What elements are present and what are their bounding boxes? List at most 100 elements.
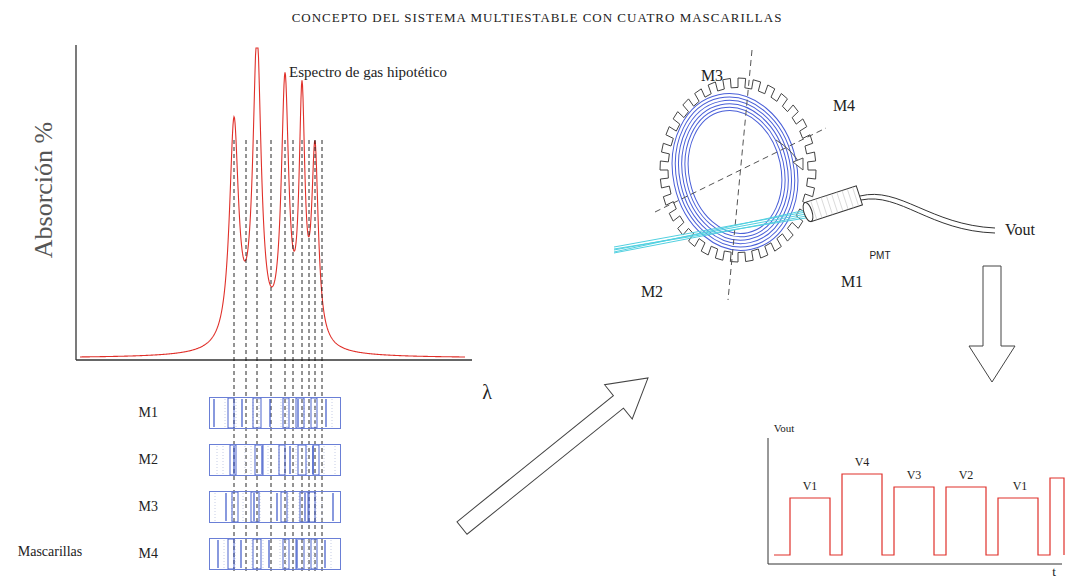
mask-strip: M2	[209, 444, 341, 476]
mask-label: M4	[139, 547, 158, 561]
flow-arrow	[448, 361, 662, 545]
mask-window	[298, 445, 306, 475]
level-label: V4	[855, 456, 870, 468]
mask-slit	[280, 540, 281, 568]
mask-slit	[243, 493, 244, 521]
axis-title: t	[1052, 565, 1056, 578]
signal-cable	[861, 199, 995, 233]
mask-slit	[281, 399, 282, 427]
mask-window	[296, 398, 304, 428]
flow-arrow	[969, 266, 1015, 382]
rotation-arrowhead	[793, 158, 803, 170]
mask-slit	[263, 540, 264, 568]
mask-slit	[297, 399, 298, 427]
mask-slit	[307, 446, 308, 474]
mask-window	[232, 492, 238, 522]
mask-slit	[261, 446, 262, 474]
mask-slit	[217, 446, 218, 474]
mask-window	[253, 539, 261, 569]
mask-window	[253, 398, 261, 428]
mask-slit	[241, 399, 242, 427]
axis-title: λ	[482, 382, 492, 402]
mask-window	[251, 492, 259, 522]
signal-label: Vout	[1005, 222, 1035, 238]
mask-slit	[296, 540, 297, 568]
light-beam	[614, 214, 806, 250]
light-beam	[614, 218, 806, 249]
mask-slit	[235, 540, 236, 568]
level-label: V1	[803, 480, 818, 492]
level-label: V1	[1013, 480, 1028, 492]
mask-window	[300, 492, 308, 522]
light-beam	[614, 212, 806, 247]
mask-window	[255, 445, 263, 475]
level-label: V3	[907, 469, 922, 481]
axis-title: Absorción %	[31, 122, 57, 258]
mask-window	[311, 539, 317, 569]
mask-slit	[315, 399, 316, 427]
mask-slit	[276, 493, 277, 521]
mask-slit	[251, 446, 252, 474]
mask-slit	[223, 446, 224, 474]
mask-slit	[296, 446, 297, 474]
mask-slit	[259, 399, 260, 427]
mask-slit	[316, 493, 317, 521]
mask-label: M3	[139, 500, 158, 514]
light-beam	[614, 210, 806, 252]
mask-strip: M1	[209, 397, 341, 429]
x-axis	[76, 359, 472, 360]
mask-strip: M3	[209, 491, 341, 523]
mask-slit	[225, 399, 226, 427]
mask-window	[296, 539, 304, 569]
output-signal	[774, 474, 1064, 555]
projection-line	[302, 140, 303, 572]
light-beam	[614, 216, 806, 253]
projection-line	[257, 140, 258, 572]
level-label: V2	[959, 469, 974, 481]
detector-label: PMT	[869, 251, 890, 261]
mask-slit	[268, 446, 269, 474]
mask-window	[228, 539, 234, 569]
mask-slit	[304, 493, 305, 521]
y-axis	[75, 45, 76, 360]
mask-slit	[224, 540, 225, 568]
mask-slit	[335, 446, 336, 474]
mask-slit	[286, 540, 287, 568]
x-axis	[768, 564, 1062, 565]
mask-slit	[322, 493, 323, 521]
mask-label: M2	[139, 453, 158, 467]
mask-slit	[260, 493, 261, 521]
mask-window	[283, 539, 289, 569]
mask-window	[309, 492, 315, 522]
mask-slit	[245, 446, 246, 474]
sector-label: M4	[833, 98, 855, 114]
projection-line	[234, 140, 235, 572]
mask-slit	[268, 540, 269, 568]
mask-window	[230, 445, 236, 475]
mask-window	[311, 398, 317, 428]
mask-slit	[271, 493, 272, 521]
mask-slit	[213, 399, 214, 427]
sector-label: M2	[641, 284, 663, 300]
mask-slit	[332, 493, 333, 521]
mask-slit	[253, 493, 254, 521]
mask-slit	[240, 540, 241, 568]
mask-slit	[289, 446, 290, 474]
mask-slit	[288, 493, 289, 521]
sector-label: M3	[701, 68, 723, 84]
mask-window	[313, 445, 319, 475]
mask-slit	[252, 540, 253, 568]
mask-slit	[225, 493, 226, 521]
mask-slit	[299, 493, 300, 521]
projection-line	[293, 140, 294, 572]
y-axis	[768, 438, 769, 564]
mask-label: M1	[139, 406, 158, 420]
mask-slit	[324, 446, 325, 474]
projection-line	[271, 140, 272, 572]
mask-window	[283, 398, 289, 428]
mask-slit	[314, 540, 315, 568]
photomultiplier	[801, 186, 862, 223]
group-label: Mascarillas	[18, 545, 83, 559]
